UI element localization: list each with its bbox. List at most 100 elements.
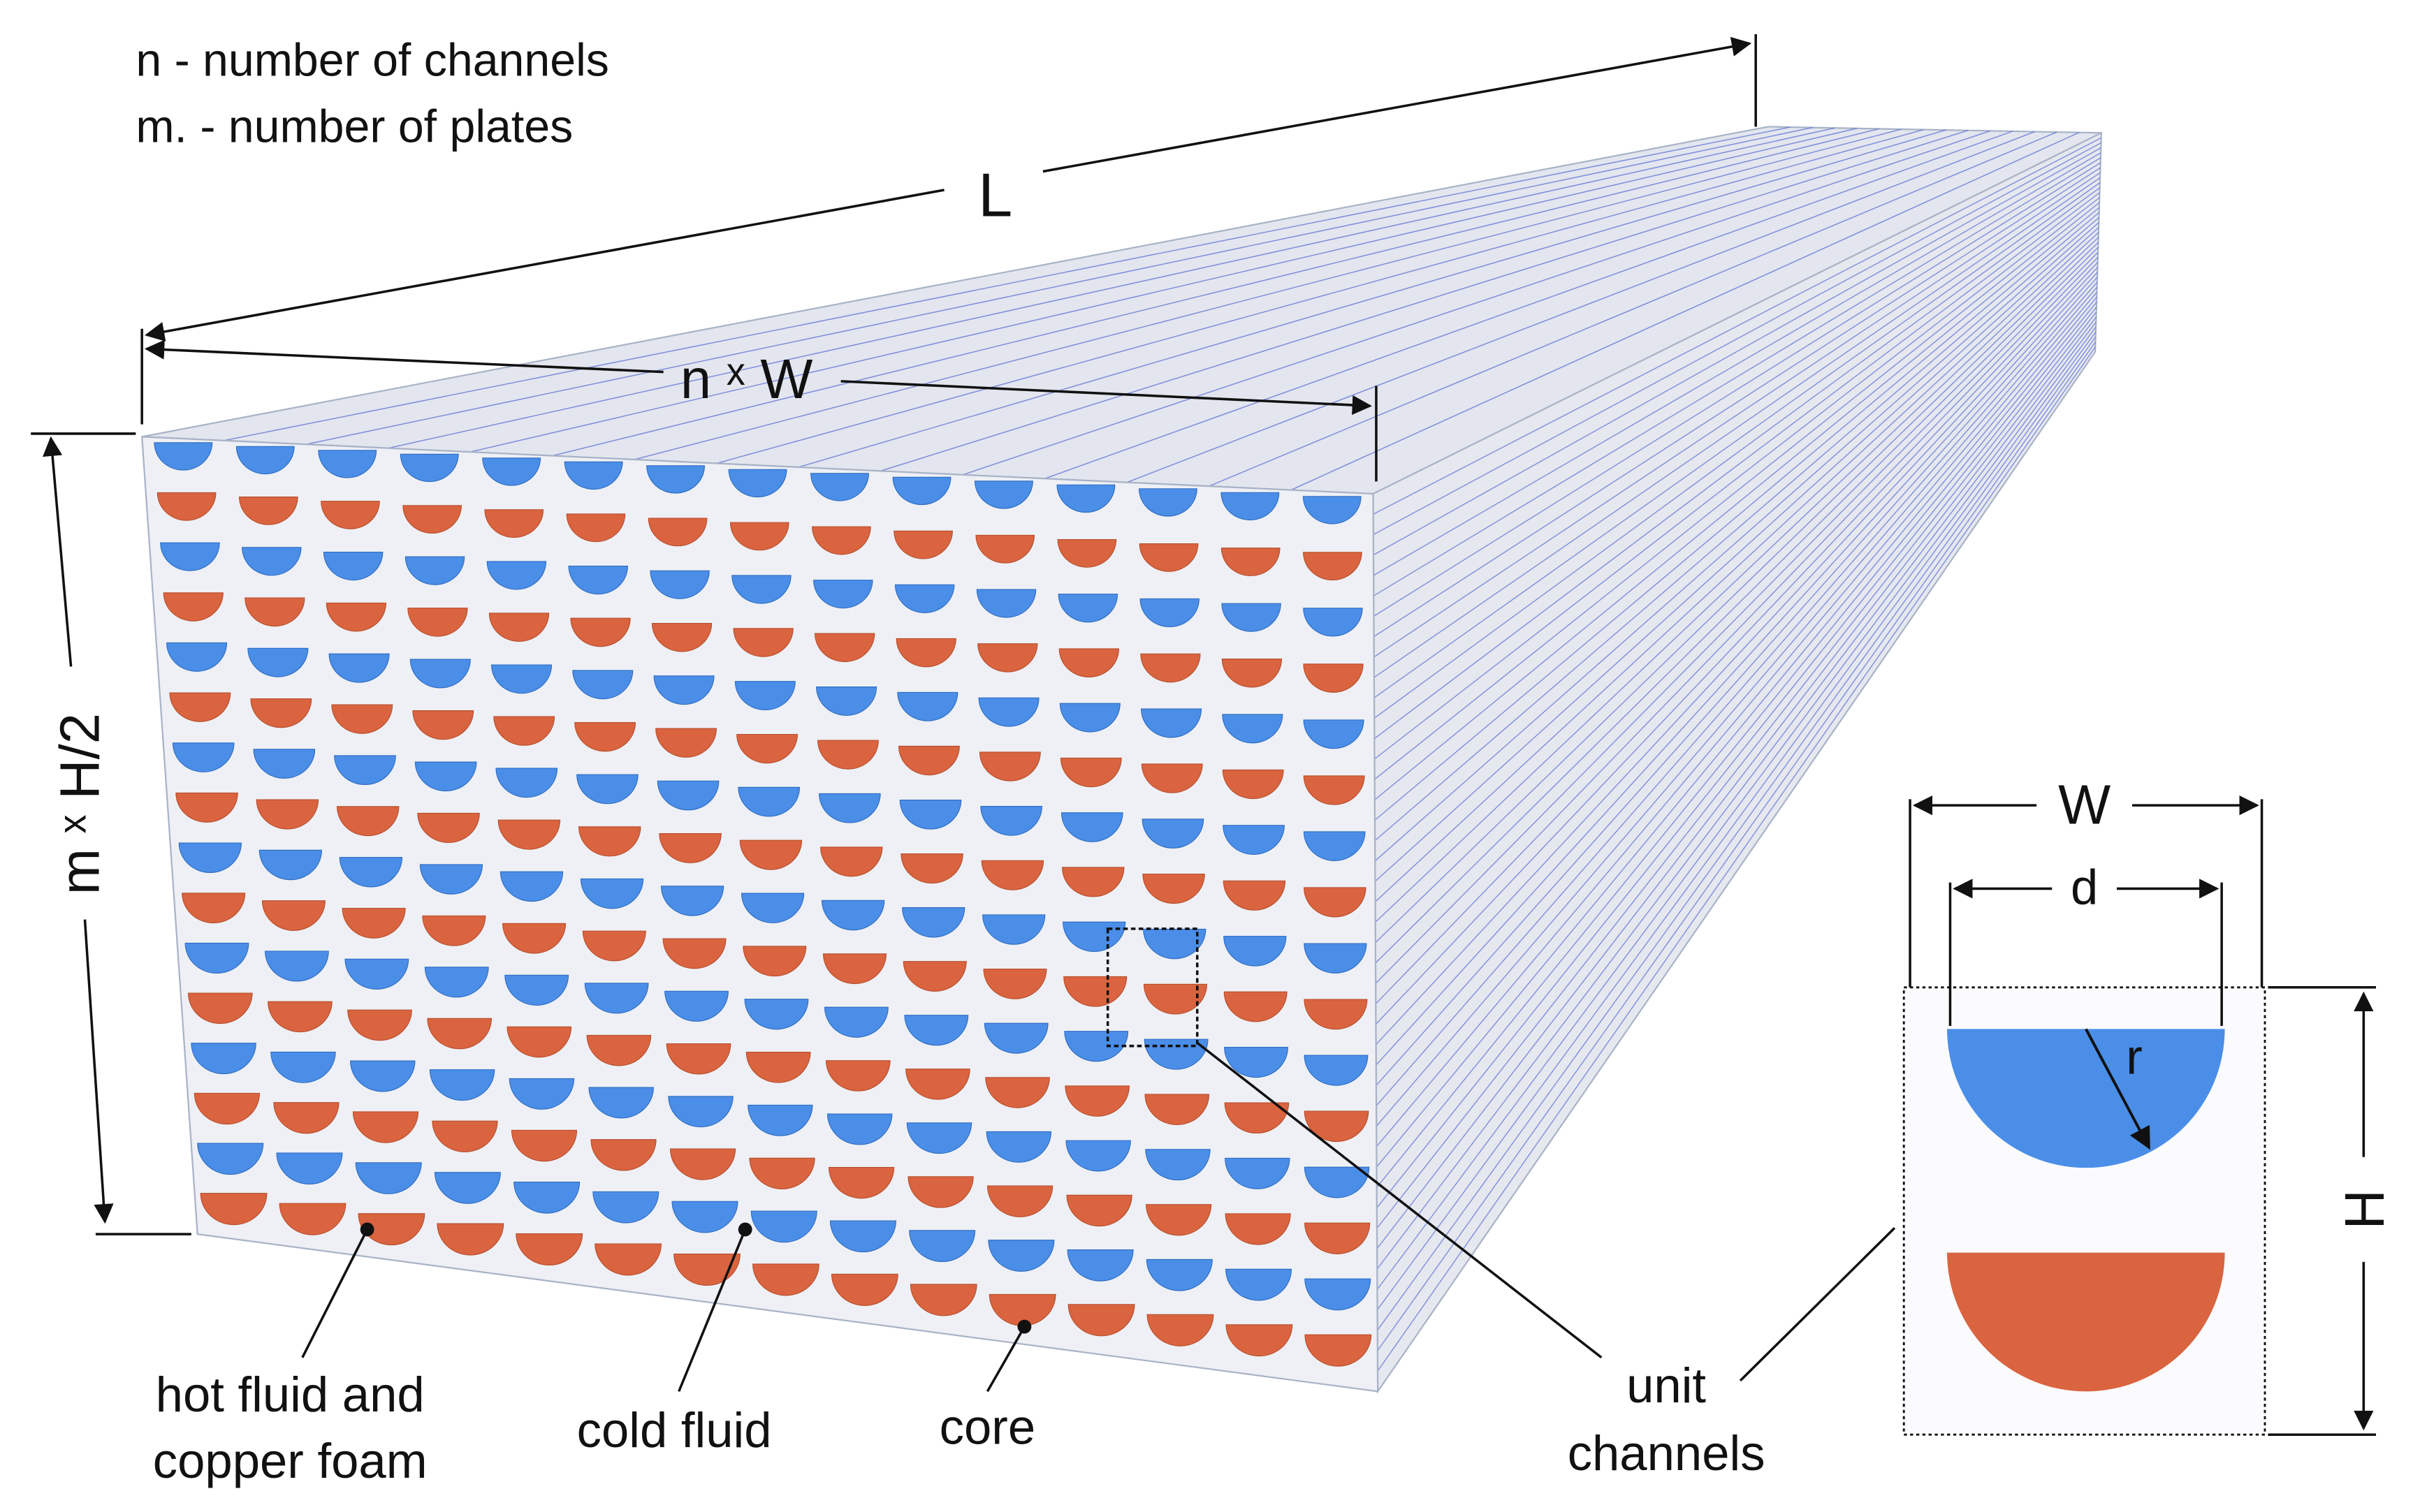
hot-channel (578, 826, 641, 857)
callout-cold-fluid: cold fluid (577, 1222, 772, 1458)
hot-channel (817, 740, 879, 770)
cold-channel (1060, 812, 1123, 842)
cold-channel (1138, 488, 1197, 517)
side-channel-line (1376, 267, 2099, 1045)
hot-channel (1223, 991, 1288, 1022)
cold-channel (588, 1087, 654, 1119)
hot-channel (1139, 543, 1199, 572)
hot-channel (437, 1223, 504, 1256)
hot-channel (733, 628, 794, 657)
side-channel-lines (1373, 137, 2102, 1372)
cold-channel (982, 914, 1046, 945)
cold-channel (1059, 703, 1121, 733)
hot-channel (169, 692, 231, 722)
side-channel-line (1375, 262, 2099, 1025)
cold-channel (166, 642, 228, 672)
hot-channel (194, 1092, 261, 1125)
channel-grid (154, 442, 1372, 1367)
cold-channel (258, 849, 322, 881)
hot-channel (745, 1052, 811, 1083)
hot-channel (987, 1185, 1054, 1217)
hot-channel (1142, 874, 1205, 904)
cold-channel (576, 774, 639, 804)
cold-channel (986, 1131, 1052, 1163)
cold-channel (810, 473, 869, 501)
hot-channel (905, 1069, 970, 1100)
cold-channel (172, 742, 235, 772)
cold-channel (1065, 1140, 1131, 1172)
side-channel-line (1375, 242, 2099, 944)
hot-channel (659, 832, 722, 864)
cold-channel (1304, 1278, 1371, 1311)
hot-channel (412, 710, 474, 740)
hot-channel (336, 806, 400, 837)
top-channel-line (1044, 131, 2013, 480)
cold-channel (1058, 594, 1118, 623)
unit-channels-label-line1: unit (1626, 1358, 1706, 1413)
hot-channel (743, 946, 807, 977)
hot-channel (1304, 1110, 1369, 1143)
hot-channel (1140, 653, 1201, 683)
cold-channel (486, 561, 547, 590)
hot-channel (1225, 1324, 1293, 1357)
hot-channel (1057, 538, 1117, 568)
hot-channel (1304, 887, 1366, 918)
hot-channel (1223, 880, 1286, 911)
side-channel-line (1377, 337, 2097, 1331)
hot-channel (595, 1243, 662, 1276)
hot-channel (894, 530, 953, 559)
cold-channel (580, 878, 644, 909)
hot-channel (182, 893, 246, 923)
hot-channel (417, 812, 480, 843)
cold-channel (671, 1201, 738, 1233)
cold-channel (650, 570, 710, 599)
cold-channel (429, 1069, 495, 1101)
hot-channel (903, 961, 967, 992)
hot-channel (432, 1120, 498, 1152)
side-channel-line (1376, 331, 2097, 1310)
side-channel-line (1376, 311, 2097, 1229)
hot-channel (238, 497, 298, 525)
cold-channel (247, 647, 309, 677)
hot-channel (273, 1102, 340, 1134)
cold-channel (592, 1191, 659, 1224)
cold-channel (1224, 1047, 1288, 1078)
side-channel-line (1374, 216, 2099, 842)
hot-channel (1066, 1194, 1132, 1227)
cold-channel (160, 542, 220, 571)
top-channel-line (1126, 131, 2035, 483)
hot-channel (1062, 867, 1125, 897)
hot-channel (566, 513, 626, 543)
cold-channel (1303, 719, 1364, 749)
hot-channel (586, 1034, 652, 1066)
side-channel-line (1376, 307, 2097, 1208)
cold-channel (826, 1113, 893, 1145)
cold-channel (975, 480, 1033, 509)
hot-channel (331, 704, 393, 734)
hot-channel (1221, 659, 1283, 688)
cold-channel (978, 697, 1040, 727)
hot-channel (268, 1001, 333, 1033)
side-channel-line (1375, 251, 2099, 984)
hot-channel (1303, 775, 1365, 805)
hot-channel (1060, 757, 1122, 788)
cold-channel (414, 761, 477, 791)
cold-channel (819, 793, 881, 823)
cold-channel (509, 1078, 575, 1110)
hot-fluid-label-line2: copper foam (153, 1433, 428, 1488)
cold-channel (668, 1096, 734, 1128)
cold-channel (728, 469, 787, 498)
hot-channel (907, 1176, 974, 1208)
cold-channel (491, 664, 553, 694)
hot-channel (342, 907, 406, 939)
hot-channel (200, 1193, 268, 1226)
hot-channel (1304, 1334, 1372, 1367)
top-channel-line (305, 126, 1813, 446)
hot-channel (820, 846, 883, 877)
side-channel-line (1374, 222, 2099, 862)
hot-channel (815, 633, 875, 663)
hot-channel (256, 799, 319, 830)
cold-channel (1223, 936, 1287, 967)
cold-channel (1143, 928, 1206, 960)
cold-channel (750, 1210, 817, 1242)
